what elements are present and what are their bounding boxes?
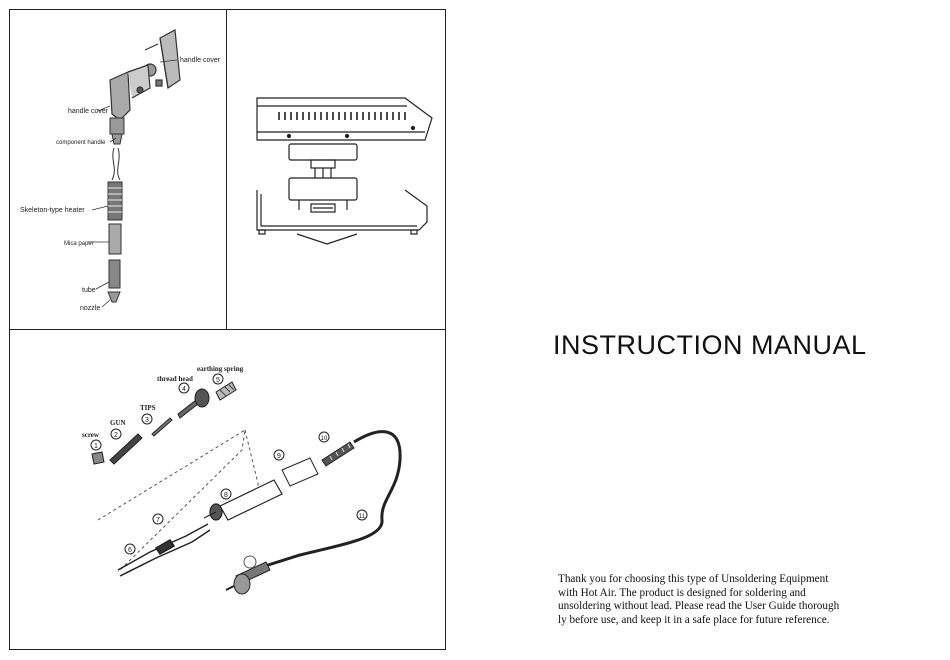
callout-8 bbox=[220, 488, 232, 500]
component-handle-part bbox=[109, 117, 125, 145]
housing-base-part bbox=[256, 189, 428, 245]
heater-wires bbox=[111, 147, 121, 181]
mica-paper-part bbox=[108, 223, 122, 255]
intro-line-2: with Hot Air. The product is designed fo… bbox=[558, 586, 806, 599]
callout-6 bbox=[124, 543, 136, 555]
callout-11-number: 11 bbox=[359, 514, 366, 520]
screw-part bbox=[91, 451, 105, 465]
connector-part bbox=[225, 561, 271, 595]
gun-diagram-panel: 1 2 3 4 5 6 7 8 9 10 11 screw GUN TIPS t… bbox=[9, 329, 446, 650]
strain-relief-part bbox=[321, 441, 355, 467]
tube-part bbox=[108, 259, 121, 289]
thread-head-part bbox=[177, 388, 210, 419]
label-handle-cover-top: handle cover bbox=[180, 57, 221, 64]
heater-diagram-panel: handle cover handle cover component hand… bbox=[9, 9, 227, 330]
lower-wires-part bbox=[117, 523, 211, 577]
callout-1 bbox=[90, 439, 102, 451]
callout-7 bbox=[152, 513, 164, 525]
housing-cover-part bbox=[256, 97, 433, 141]
label-earthing-spring: earthing spring bbox=[197, 365, 244, 373]
label-gun: GUN bbox=[110, 419, 126, 427]
label-handle-cover: handle cover bbox=[68, 108, 109, 115]
transformer-part bbox=[288, 143, 358, 213]
label-mica-paper: Mica paper bbox=[64, 241, 94, 247]
label-component-handle: component handle bbox=[56, 140, 106, 146]
callout-4 bbox=[178, 382, 190, 394]
callout-5-number: 5 bbox=[216, 377, 220, 384]
skeleton-heater-part bbox=[107, 181, 123, 221]
earthing-spring-part bbox=[215, 381, 237, 401]
callout-9-number: 9 bbox=[277, 453, 281, 460]
callout-4-number: 4 bbox=[182, 386, 186, 393]
gun-part bbox=[109, 433, 143, 465]
label-tube: tube bbox=[82, 287, 96, 294]
callout-7-number: 7 bbox=[156, 517, 160, 524]
label-tips: TIPS bbox=[140, 404, 156, 412]
component-group-outline bbox=[97, 429, 246, 573]
heater-exploded-diagram: handle cover handle cover component hand… bbox=[20, 29, 221, 312]
label-thread-head: thread head bbox=[157, 375, 193, 383]
label-screw: screw bbox=[82, 431, 100, 439]
callout-5 bbox=[212, 373, 224, 385]
callout-10 bbox=[318, 431, 330, 443]
sleeve-part bbox=[281, 457, 319, 487]
label-skeleton-heater: Skeleton-type heater bbox=[20, 207, 85, 214]
callout-3 bbox=[141, 413, 153, 425]
hose-cable-part bbox=[264, 430, 402, 568]
intro-line-4: ly before use, and keep it in a safe pla… bbox=[558, 613, 830, 626]
callout-2 bbox=[110, 428, 122, 440]
callout-2-number: 2 bbox=[114, 432, 118, 439]
callout-6-number: 6 bbox=[128, 547, 132, 554]
housing-exploded-diagram bbox=[256, 97, 433, 245]
nozzle-part bbox=[107, 291, 121, 303]
callout-10-number: 10 bbox=[321, 436, 328, 442]
callout-11 bbox=[356, 509, 368, 521]
callout-8-number: 8 bbox=[224, 492, 228, 499]
handle-body-part bbox=[203, 479, 283, 521]
handle-cover-part bbox=[109, 64, 151, 121]
manual-title: INSTRUCTION MANUAL bbox=[553, 330, 867, 360]
label-nozzle: nozzle bbox=[80, 305, 100, 312]
intro-line-3: unsoldering without lead. Please read th… bbox=[558, 600, 840, 613]
tips-part bbox=[151, 417, 173, 437]
housing-diagram-panel bbox=[226, 9, 446, 330]
intro-paragraph: Thank you for choosing this type of Unso… bbox=[558, 573, 888, 627]
gun-exploded-diagram: 1 2 3 4 5 6 7 8 9 10 11 screw GUN TIPS t… bbox=[82, 365, 402, 595]
callout-3-number: 3 bbox=[145, 417, 149, 424]
callout-1-number: 1 bbox=[94, 443, 98, 450]
callout-9 bbox=[273, 449, 285, 461]
intro-line-1: Thank you for choosing this type of Unso… bbox=[558, 573, 829, 585]
